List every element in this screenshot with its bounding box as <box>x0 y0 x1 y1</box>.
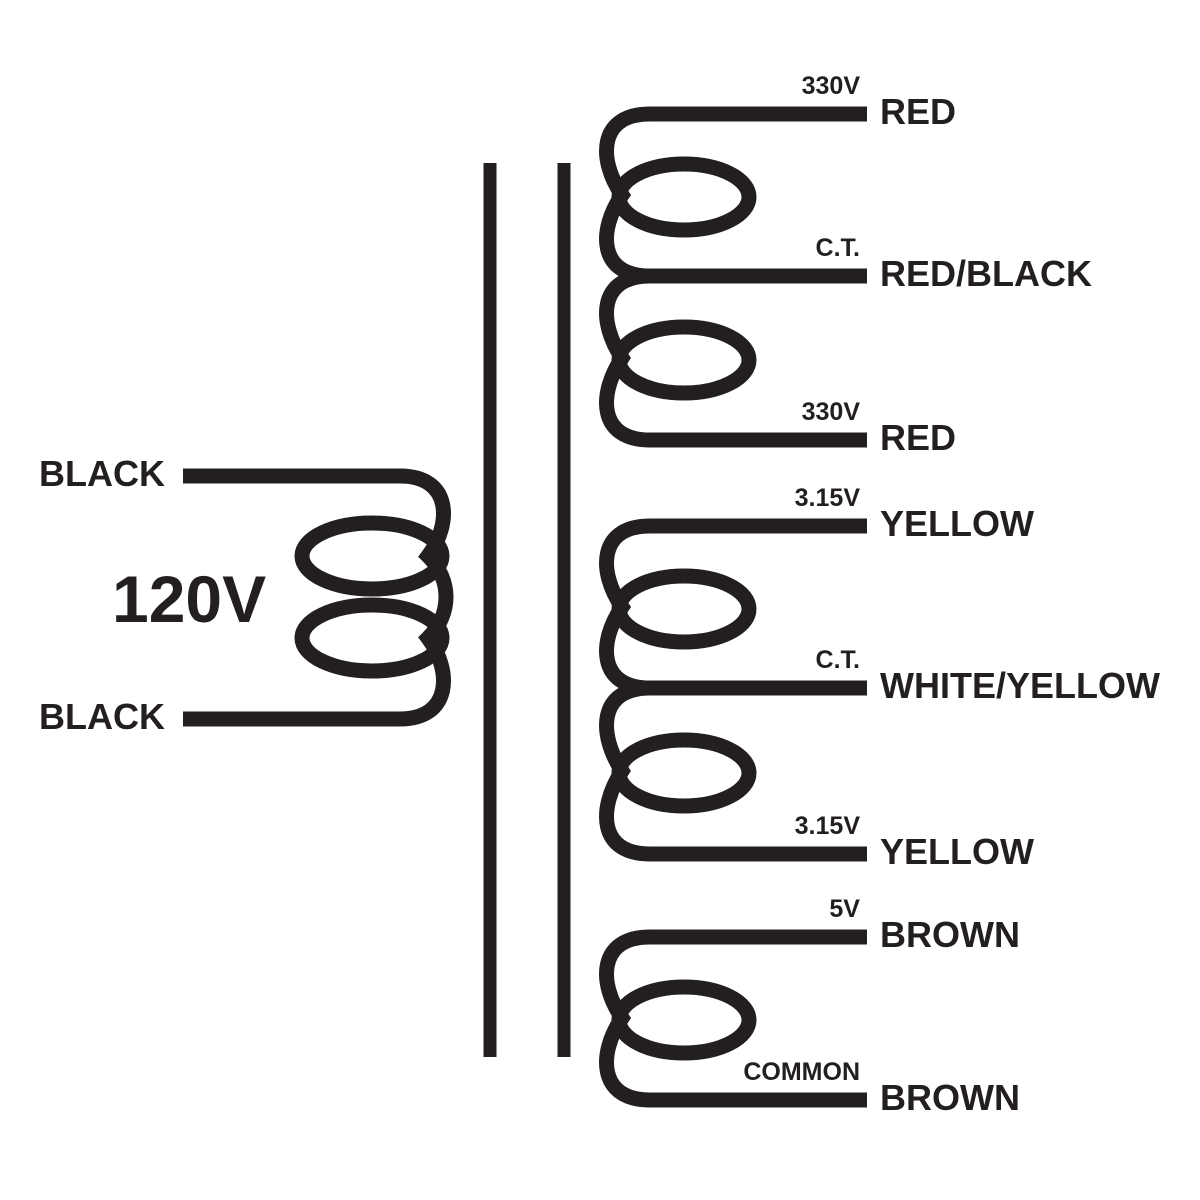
tap-label-330v-top: 330V <box>801 72 860 100</box>
tap-label-3-15v-bottom: 3.15V <box>794 812 860 840</box>
secondary1-loop-1 <box>611 156 757 238</box>
wire-label-brown-bottom: BROWN <box>880 1077 1020 1118</box>
secondary2-loop-2 <box>611 732 757 814</box>
wire-label-brown-top: BROWN <box>880 914 1020 955</box>
wire-label-red-black: RED/BLACK <box>880 253 1092 294</box>
wire-label-red-top: RED <box>880 91 957 132</box>
primary-loop-2 <box>294 597 450 679</box>
tap-label-330v-bottom: 330V <box>801 398 860 426</box>
secondary3-loop-1 <box>611 979 757 1061</box>
wire-label-yellow-top: YELLOW <box>880 503 1034 544</box>
primary-lead-label-top: BLACK <box>39 453 165 494</box>
secondary1-loop-2 <box>611 319 757 401</box>
primary-loop-1 <box>294 515 450 597</box>
secondary2-loop-1 <box>611 568 757 650</box>
wire-label-yellow-bottom: YELLOW <box>880 831 1034 872</box>
tap-label-ct-1: C.T. <box>815 234 860 262</box>
wire-label-red-bottom: RED <box>880 417 957 458</box>
wire-label-white-yellow: WHITE/YELLOW <box>880 665 1160 706</box>
tap-label-5v: 5V <box>829 895 860 923</box>
primary-voltage-label: 120V <box>112 562 267 636</box>
tap-label-common: COMMON <box>743 1058 860 1086</box>
tap-label-3-15v-top: 3.15V <box>794 484 860 512</box>
tap-label-ct-2: C.T. <box>815 646 860 674</box>
primary-lead-label-bottom: BLACK <box>39 696 165 737</box>
primary-winding-coil <box>183 468 454 727</box>
